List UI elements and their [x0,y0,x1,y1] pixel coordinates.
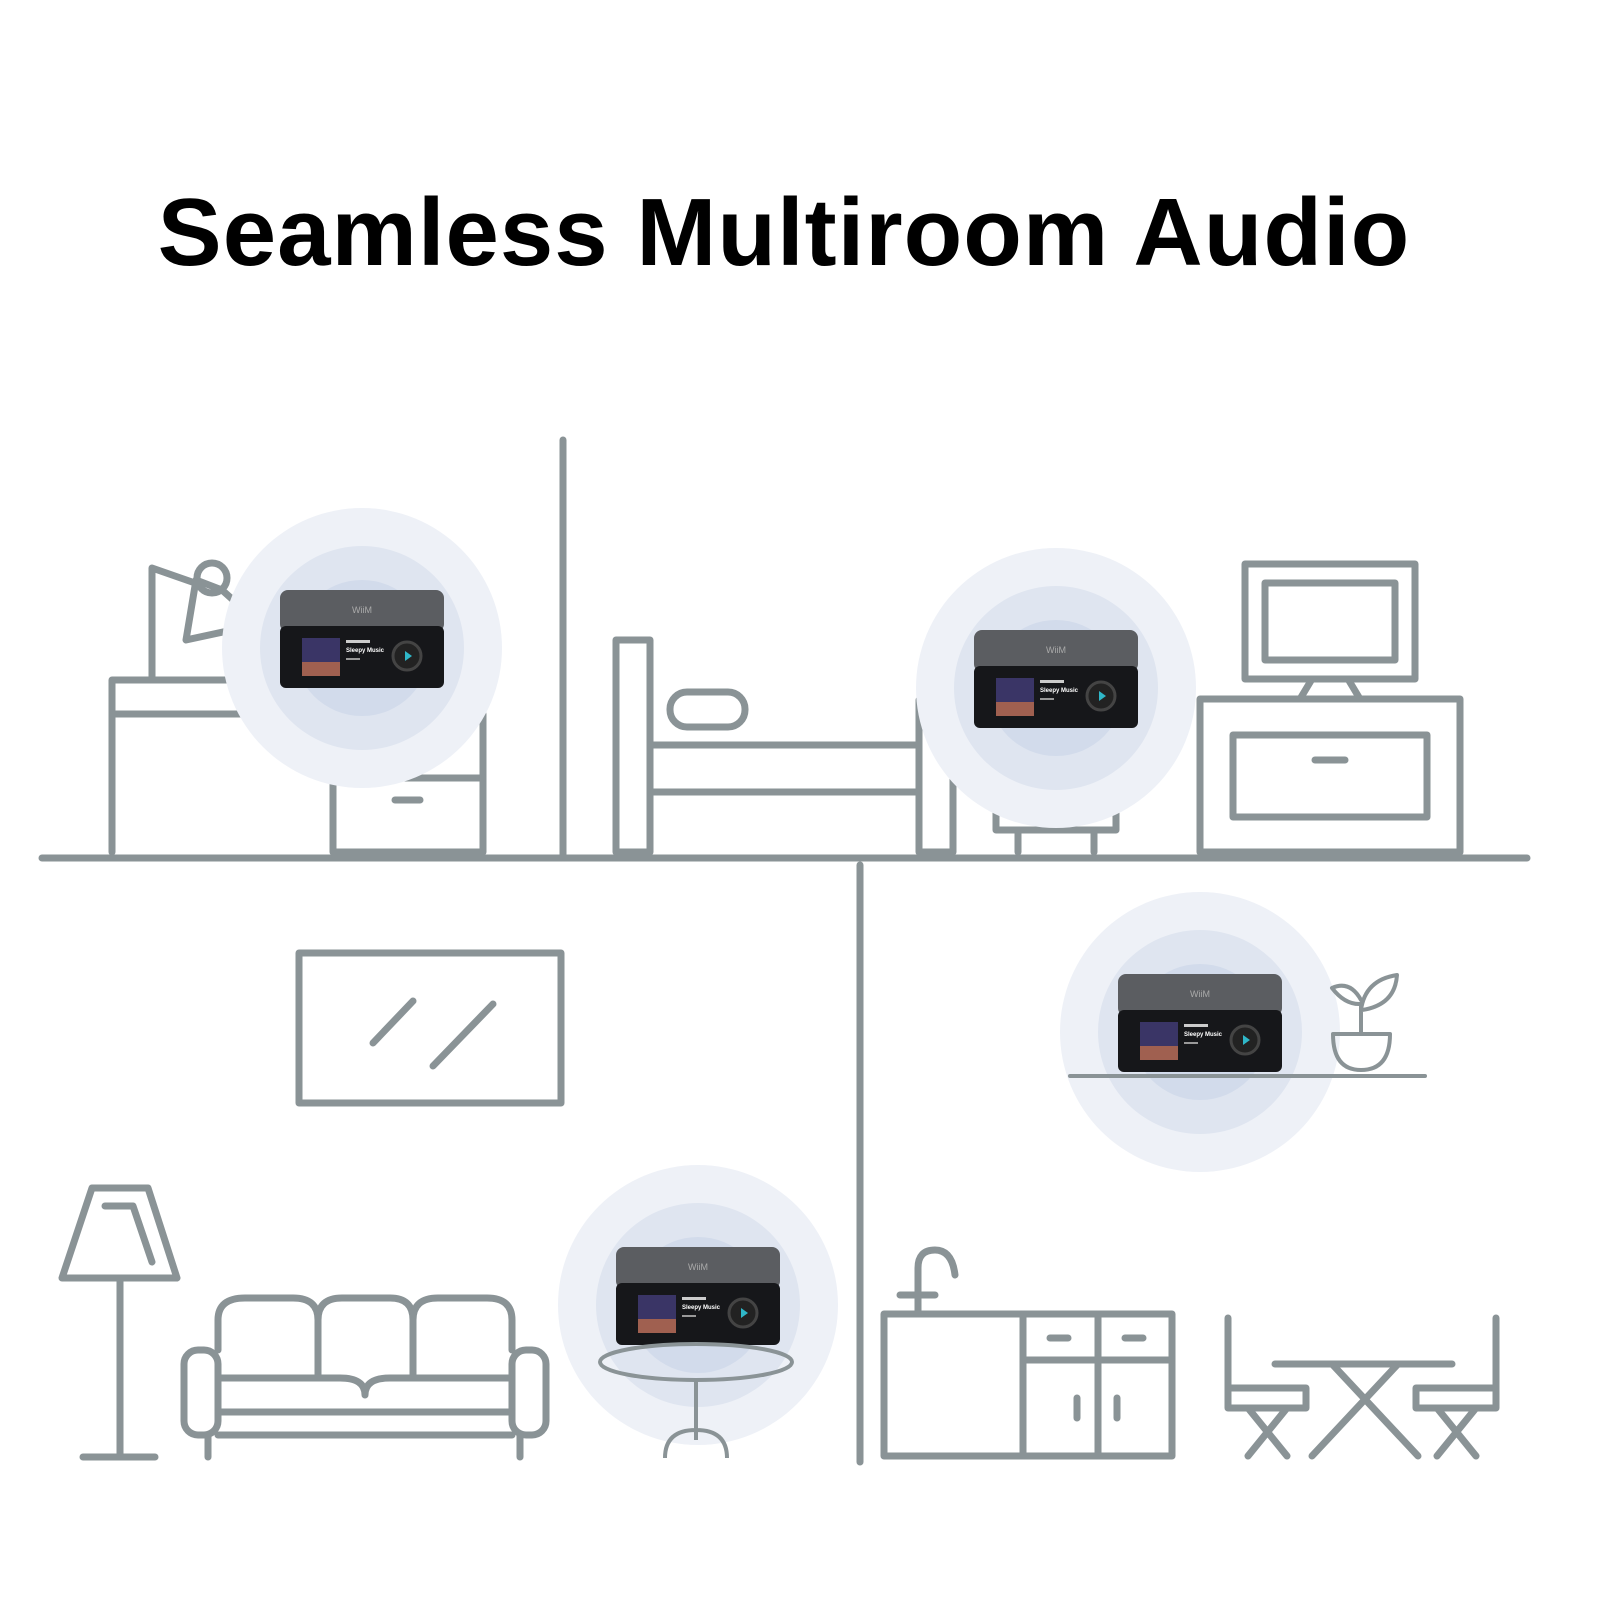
screen-track: Sleepy Music [682,1305,721,1311]
speaker-device-kitchen: Sleepy Music [1058,890,1342,1174]
speaker-device-living-room: Sleepy Music [556,1163,840,1447]
window-frame [295,949,565,1107]
screen-track: Sleepy Music [346,648,385,654]
screen-track: Sleepy Music [1040,688,1079,694]
walls [38,436,1531,1466]
tv-cabinet [1196,560,1464,856]
kitchen-counter [880,1246,1176,1460]
speaker-device-office: Sleepy Music [220,506,504,790]
page-title: Seamless Multiroom Audio [157,179,1411,286]
side-table [598,1342,794,1459]
dining-table-chairs [1224,1314,1500,1460]
shelf-with-plant [1068,973,1427,1078]
screen-track: Sleepy Music [1184,1032,1223,1038]
sofa [180,1294,550,1461]
bed [612,636,957,856]
floor-lamp [58,1184,181,1461]
speaker-device-bedroom: Sleepy Music [914,546,1198,830]
